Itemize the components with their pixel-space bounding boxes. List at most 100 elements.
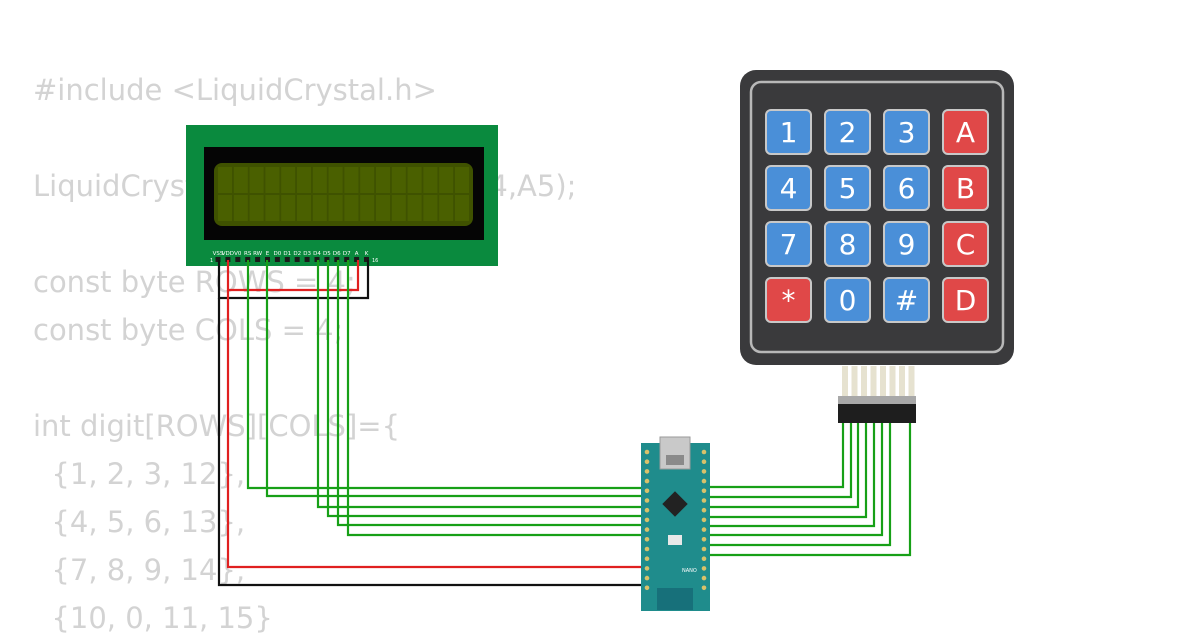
lcd-pin[interactable] [284,257,290,262]
keypad-key-A[interactable]: A [942,109,989,155]
lcd-pin[interactable] [324,257,330,262]
lcd-pin-label: E [266,251,270,257]
lcd-cell [312,167,327,193]
key-cap [824,221,871,267]
ribbon-strand [842,366,848,396]
lcd-pin[interactable] [334,257,340,262]
keypad-key-6[interactable]: 6 [883,165,930,211]
lcd-pin[interactable] [235,257,241,262]
ribbon-strand [851,366,858,396]
keypad-key-2[interactable]: 2 [824,109,871,155]
keypad-key-star[interactable]: * [765,277,812,323]
key-label: 5 [839,172,857,205]
lcd-pin[interactable] [274,257,280,262]
nano-pin-left[interactable] [644,517,650,523]
lcd-cell [218,195,232,221]
nano-pin-left[interactable] [644,556,650,561]
key-label: # [895,284,918,317]
lcd-pin-label: V0 [234,251,242,257]
lcd-pin[interactable] [265,257,270,262]
ribbon-strand [899,366,905,396]
wire [706,423,892,547]
lcd-pin[interactable] [314,257,320,262]
key-cap [883,221,930,267]
wire [336,260,643,527]
nano-pin-left[interactable] [644,498,650,503]
lcd-cell [360,195,375,221]
lcd-pin[interactable] [344,257,350,262]
nano-pin-left[interactable] [644,566,650,571]
lcd-cell [281,195,296,221]
nano-pin-right[interactable] [701,585,707,591]
keypad-key-8[interactable]: 8 [824,221,871,267]
nano-pin-left[interactable] [644,469,650,474]
lcd-pin[interactable] [255,257,261,262]
lcd-pin[interactable] [304,257,310,262]
nano-pin-right[interactable] [701,469,707,474]
lcd-cell [328,195,343,221]
nano-pin-left[interactable] [644,459,650,465]
nano-pin-right[interactable] [701,498,707,503]
wire [217,298,643,587]
lcd-pin[interactable] [354,257,360,262]
nano-pin-left[interactable] [644,478,650,484]
nano-pin-left[interactable] [644,546,650,552]
key-cap [824,165,871,211]
nano-pin-left[interactable] [644,575,650,581]
code-line: {10, 0, 11, 15} [33,601,273,635]
wire [706,423,860,509]
nano-pin-right[interactable] [701,527,707,532]
nano-pin-right[interactable] [701,478,707,484]
nano-pin-right[interactable] [701,566,707,571]
nano-pin-right[interactable] [701,556,707,561]
nano-pin-left[interactable] [644,488,650,494]
reset-button[interactable] [668,535,682,545]
keypad-key-5[interactable]: 5 [824,165,871,211]
nano-pin-right[interactable] [701,517,707,523]
key-label: * [782,284,796,317]
nano-pin-left[interactable] [644,585,650,591]
nano-pin-right[interactable] [701,546,707,552]
lcd-pin[interactable] [225,257,231,262]
nano-pin-right[interactable] [701,575,707,581]
nano-pin-right[interactable] [701,537,707,542]
keypad-key-4[interactable]: 4 [765,165,812,211]
nano-pin-right[interactable] [701,488,707,494]
lcd-pin-label: D7 [343,251,351,257]
lcd-cell [423,167,438,193]
keypad-key-7[interactable]: 7 [765,221,812,267]
keypad-key-1[interactable]: 1 [765,109,812,155]
lcd-pin-label: D1 [283,251,291,257]
lcd-pin[interactable] [245,257,251,262]
keypad-key-B[interactable]: B [942,165,989,211]
nano-pin-left[interactable] [644,449,650,455]
lcd-pin-label: D6 [333,251,341,257]
lcd-pin-number-first: 1 [210,258,213,264]
lcd-pin[interactable] [364,257,369,262]
arduino-nano[interactable]: NANO [641,436,710,611]
key-cap [942,165,989,211]
lcd-pin[interactable] [294,257,300,262]
nano-pin-right[interactable] [701,507,707,513]
keypad-key-C[interactable]: C [942,221,989,267]
nano-pin-left[interactable] [644,507,650,513]
nano-pin-left[interactable] [644,527,650,532]
ribbon-strand [880,366,886,396]
key-cap [765,165,812,211]
keypad-key-hash[interactable]: # [883,277,930,323]
key-cap [883,109,930,155]
nano-pin-right[interactable] [701,449,707,455]
keypad-key-9[interactable]: 9 [883,221,930,267]
keypad-key-0[interactable]: 0 [824,277,871,323]
key-label: A [956,116,975,149]
nano-pin-left[interactable] [644,537,650,542]
lcd-cell [312,195,327,221]
nano-pin-right[interactable] [701,459,707,465]
keypad-key-D[interactable]: D [942,277,989,323]
lcd-pin[interactable] [215,257,221,262]
keypad-key-3[interactable]: 3 [883,109,930,155]
